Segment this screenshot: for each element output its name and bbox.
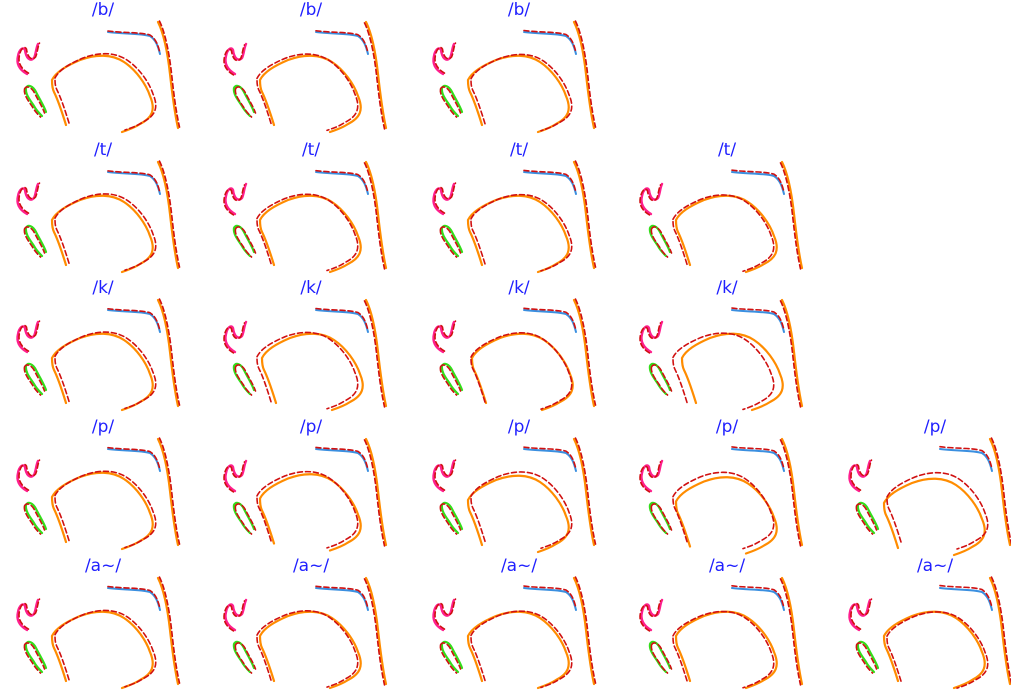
pharynx-wall-contour (158, 162, 178, 268)
contour-svg (0, 556, 200, 691)
tongue-contour (52, 56, 153, 132)
contour-panel: /a~/ (208, 556, 408, 691)
predicted-pharynx-contour (781, 163, 801, 269)
upper-lip-contour (849, 600, 870, 630)
predicted-tongue-contour (471, 472, 572, 548)
predicted-pharynx-contour (365, 23, 385, 129)
contour-panel: /a~/ (832, 556, 1011, 691)
contour-panel: /a~/ (0, 556, 200, 691)
contour-svg (0, 417, 200, 552)
palate-contour (108, 172, 160, 194)
predicted-tongue-contour (887, 473, 988, 549)
contour-svg (208, 556, 408, 691)
predicted-tongue-contour (257, 332, 358, 408)
predicted-tongue-contour (471, 195, 572, 271)
predicted-tongue-contour (471, 611, 572, 687)
contour-svg (208, 0, 408, 135)
upper-lip-contour (17, 461, 38, 491)
upper-lip-contour (433, 600, 454, 630)
contour-panel: /a~/ (624, 556, 824, 691)
contour-svg (208, 278, 408, 413)
upper-lip-contour (849, 461, 870, 491)
contour-panel: /k/ (624, 278, 824, 413)
contour-svg (0, 0, 200, 135)
pharynx-wall-contour (990, 578, 1010, 684)
pharynx-wall-contour (158, 22, 178, 128)
contour-panel: /p/ (208, 417, 408, 552)
contour-svg (0, 278, 200, 413)
contour-panel: /t/ (416, 140, 616, 275)
tongue-contour (468, 476, 569, 552)
upper-lip-contour (433, 461, 454, 491)
tongue-contour (682, 334, 783, 410)
contour-panel: /k/ (0, 278, 200, 413)
pharynx-wall-contour (574, 22, 594, 128)
contour-svg (624, 556, 824, 691)
pharynx-wall-contour (158, 578, 178, 684)
predicted-pharynx-contour (365, 440, 385, 546)
upper-lip-contour (433, 44, 454, 74)
contour-panel: /t/ (624, 140, 824, 275)
contour-svg (624, 417, 824, 552)
palate-contour (108, 310, 160, 332)
contour-svg (416, 278, 616, 413)
contour-panel: /p/ (0, 417, 200, 552)
contour-panel: /k/ (208, 278, 408, 413)
predicted-pharynx-contour (365, 301, 385, 407)
predicted-pharynx-contour (781, 301, 801, 407)
contour-panel: /p/ (624, 417, 824, 552)
tongue-contour (472, 334, 573, 410)
upper-lip-contour (17, 322, 38, 352)
contour-panel: /t/ (208, 140, 408, 275)
contour-svg (0, 140, 200, 275)
predicted-tongue-contour (887, 612, 988, 688)
contour-svg (416, 417, 616, 552)
predicted-pharynx-contour (781, 579, 801, 685)
pharynx-wall-contour (990, 439, 1010, 545)
pharynx-wall-contour (158, 439, 178, 545)
tongue-contour (260, 56, 361, 132)
tongue-contour (260, 196, 361, 272)
contour-panel: /t/ (0, 140, 200, 275)
upper-lip-contour (433, 322, 454, 352)
contour-svg (416, 556, 616, 691)
predicted-pharynx-contour (781, 440, 801, 546)
pharynx-wall-contour (574, 300, 594, 406)
contour-panel: /b/ (0, 0, 200, 135)
tongue-contour (260, 612, 361, 688)
pharynx-wall-contour (574, 578, 594, 684)
contour-svg (832, 417, 1011, 552)
contour-svg (416, 140, 616, 275)
tongue-contour (676, 612, 777, 688)
contour-panel: /p/ (416, 417, 616, 552)
pharynx-wall-contour (574, 162, 594, 268)
contour-panel: /p/ (832, 417, 1011, 552)
contour-svg (416, 0, 616, 135)
contour-svg (624, 140, 824, 275)
contour-panel: /b/ (416, 0, 616, 135)
predicted-pharynx-contour (365, 163, 385, 269)
pharynx-wall-contour (574, 439, 594, 545)
contour-panel: /b/ (208, 0, 408, 135)
upper-lip-contour (433, 184, 454, 214)
contour-svg (208, 417, 408, 552)
palate-contour (316, 32, 368, 54)
contour-panel: /a~/ (416, 556, 616, 691)
tongue-contour (676, 477, 777, 553)
contour-svg (208, 140, 408, 275)
palate-contour (108, 32, 160, 54)
pharynx-wall-contour (158, 300, 178, 406)
tongue-contour (52, 196, 153, 272)
predicted-pharynx-contour (365, 579, 385, 685)
upper-lip-contour (17, 44, 38, 74)
contour-svg (832, 556, 1011, 691)
tongue-contour (676, 196, 777, 272)
upper-lip-contour (17, 600, 38, 630)
contour-svg (624, 278, 824, 413)
upper-lip-contour (17, 184, 38, 214)
contour-panel: /k/ (416, 278, 616, 413)
